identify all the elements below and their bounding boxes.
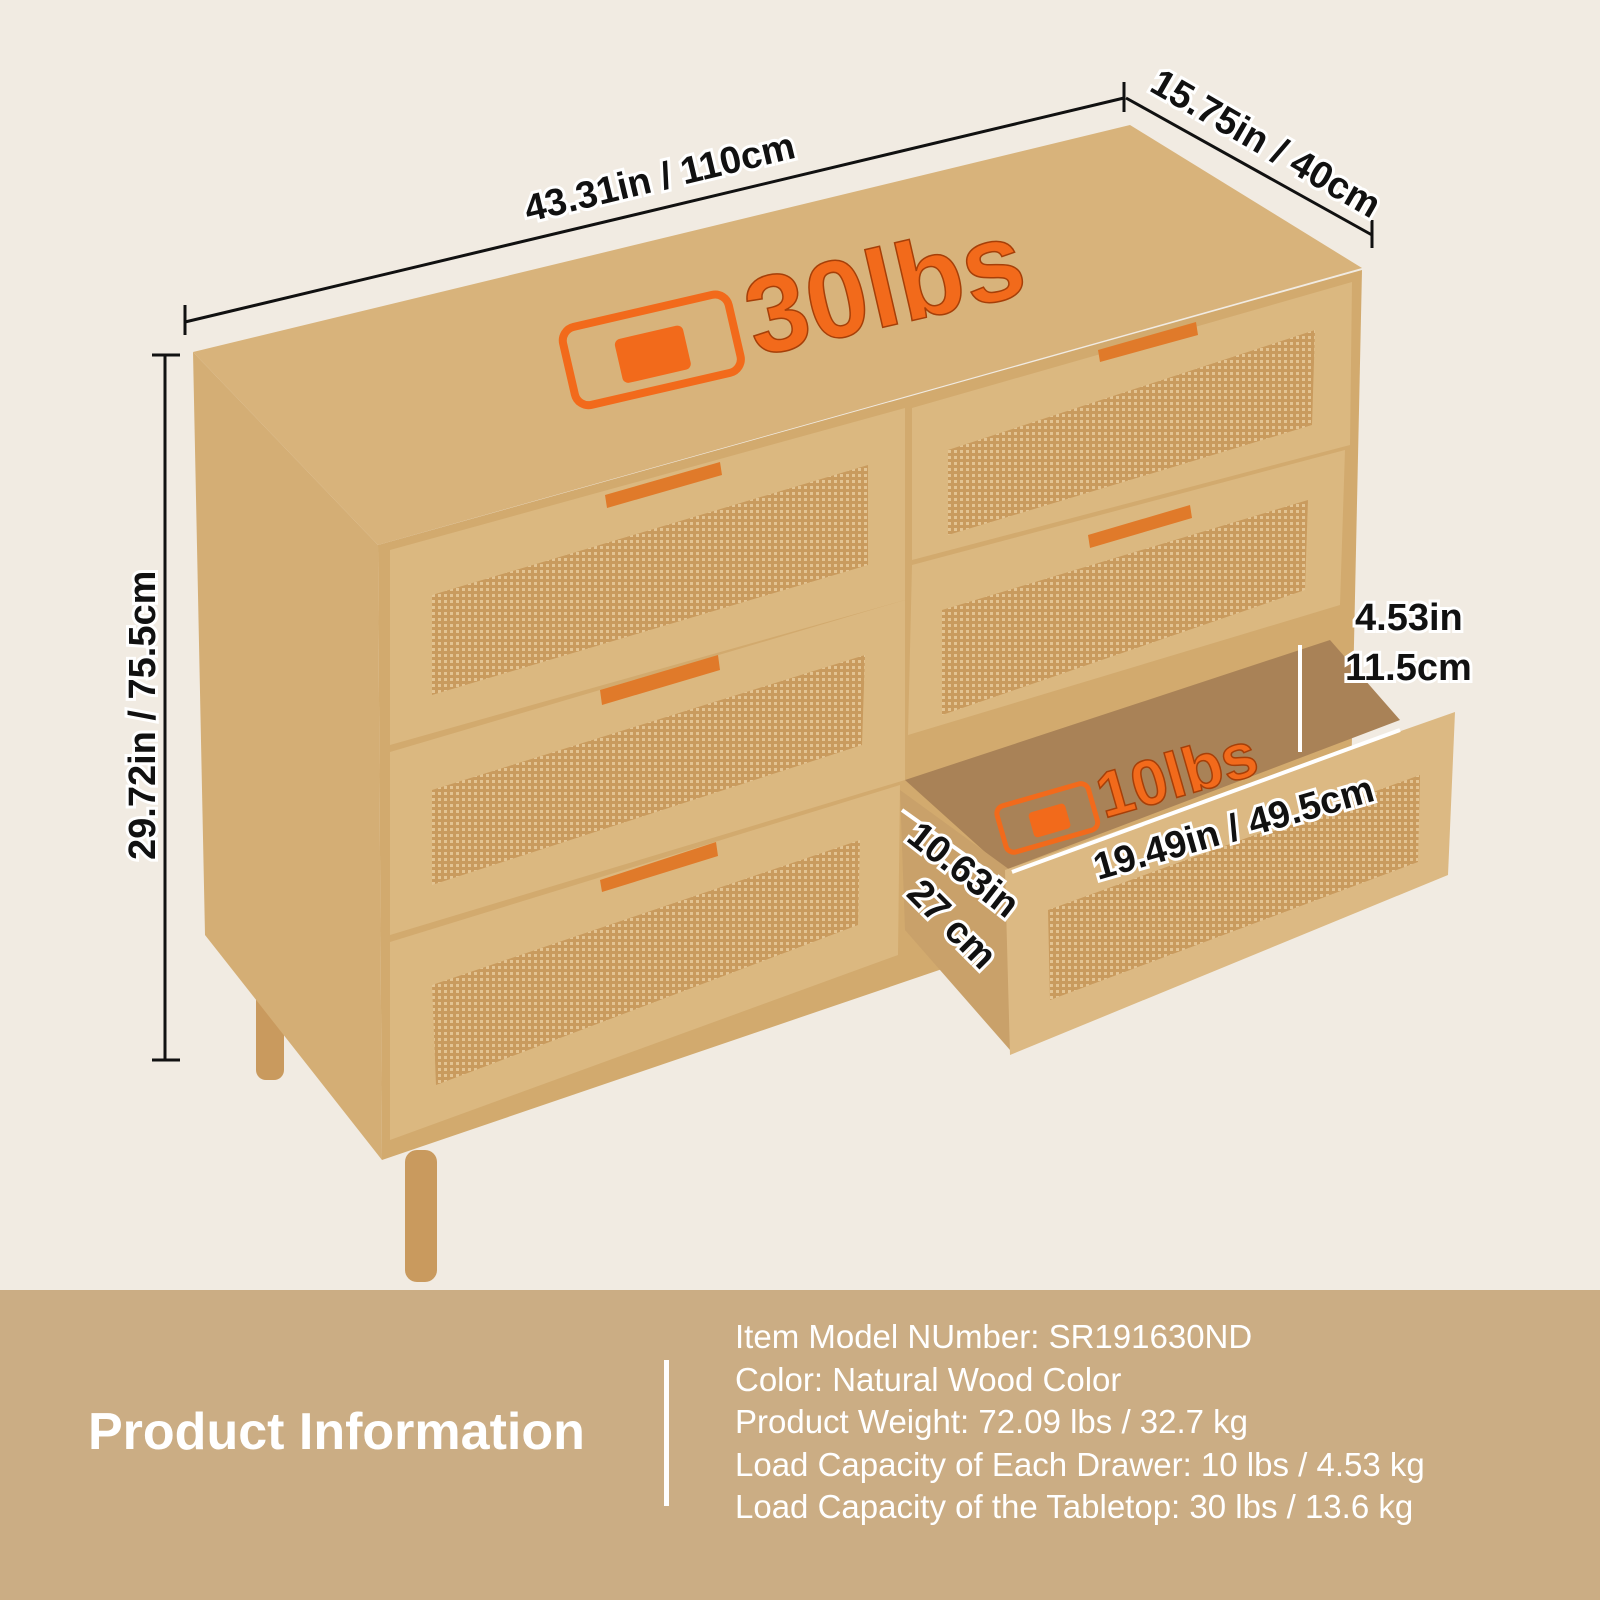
width-label: 43.31in / 110cm xyxy=(520,125,799,230)
product-info-list: Item Model NUmber: SR191630ND Color: Nat… xyxy=(735,1316,1425,1529)
drawers-right xyxy=(908,282,1352,735)
info-weight: Product Weight: 72.09 lbs / 32.7 kg xyxy=(735,1403,1249,1440)
drawer-height-in-label: 4.53in xyxy=(1355,597,1463,639)
dresser-side xyxy=(193,352,382,1160)
info-tabletop-capacity: Load Capacity of the Tabletop: 30 lbs / … xyxy=(735,1488,1414,1525)
info-color: Color: Natural Wood Color xyxy=(735,1360,1122,1398)
divider xyxy=(664,1360,669,1506)
drawer-depth-arrow xyxy=(900,808,1002,882)
product-info-band xyxy=(0,1290,1600,1600)
info-model-number: Item Model NUmber: SR191630ND xyxy=(735,1318,1253,1355)
drawer-height-cm-label: 11.5cm xyxy=(1345,647,1472,689)
dimension-lines xyxy=(152,82,1374,1062)
open-drawer xyxy=(900,640,1455,1055)
drawers-left xyxy=(390,408,905,1140)
weight-icon xyxy=(558,290,745,410)
weight-icon xyxy=(994,781,1101,855)
leg-front-left xyxy=(405,1150,437,1282)
dresser-illustration: 30lbs 10lbs 43.31in / 110cm 15.75in / 40… xyxy=(119,58,1475,1282)
info-drawer-capacity: Load Capacity of Each Drawer: 10 lbs / 4… xyxy=(735,1445,1425,1483)
drawer-width-arrow xyxy=(1011,728,1401,874)
height-label: 29.72in / 75.5cm xyxy=(122,571,164,860)
product-info-title: Product Information xyxy=(88,1403,585,1461)
dresser-top xyxy=(193,125,1362,545)
